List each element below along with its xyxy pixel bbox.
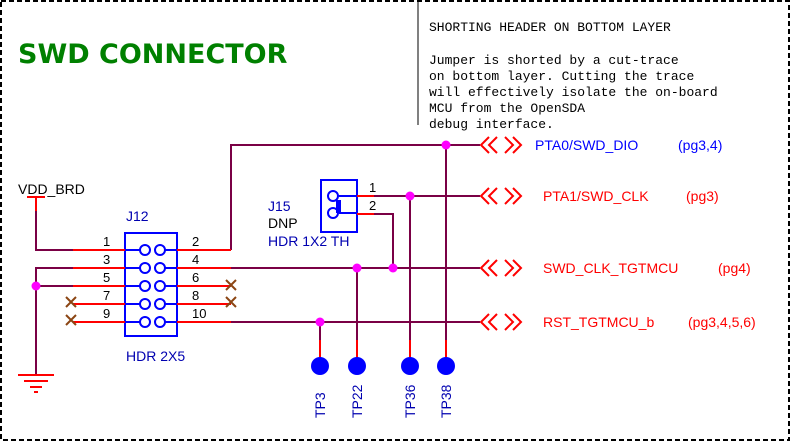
j12-pin-number: 1 bbox=[103, 234, 110, 249]
net-ref-swd-dio: (pg3,4) bbox=[678, 137, 722, 153]
pin-hole-icon bbox=[154, 316, 166, 328]
note-line: MCU from the OpenSDA bbox=[429, 101, 585, 116]
wires bbox=[35, 144, 480, 375]
note-heading: SHORTING HEADER ON BOTTOM LAYER bbox=[429, 20, 671, 35]
offpage-connector-icon bbox=[479, 136, 523, 154]
note-line: debug interface. bbox=[429, 117, 554, 132]
vdd-label: VDD_BRD bbox=[18, 181, 85, 197]
test-point-label: TP22 bbox=[349, 384, 365, 418]
net-ref-swd-clk-tgtmcu: (pg4) bbox=[718, 260, 751, 276]
test-point: TP3 bbox=[311, 357, 329, 418]
j15-pin-2: 2 bbox=[369, 198, 376, 213]
tp-stubs bbox=[319, 340, 447, 358]
note-line: will effectively isolate the on-board bbox=[429, 85, 718, 100]
wire-gnd bbox=[35, 267, 73, 375]
nc-x-icon bbox=[65, 314, 77, 326]
j12-pin-number: 6 bbox=[192, 270, 199, 285]
nc-x-icon bbox=[65, 296, 77, 308]
no-connect-markers bbox=[65, 279, 237, 326]
test-point-pad-icon bbox=[348, 357, 366, 375]
j12-pin-number: 7 bbox=[103, 288, 110, 303]
test-point-pad-icon bbox=[437, 357, 455, 375]
offpage-connector-icon bbox=[479, 259, 523, 277]
ground-icon bbox=[18, 374, 54, 393]
pin-hole-icon bbox=[139, 244, 151, 256]
offpage-connector-icon bbox=[479, 313, 523, 331]
j15-dnp: DNP bbox=[268, 215, 298, 231]
sheet-title: SWD CONNECTOR bbox=[18, 39, 288, 70]
net-label-swd-dio: PTA0/SWD_DIO bbox=[535, 137, 638, 153]
nc-x-icon bbox=[225, 296, 237, 308]
pin-hole-icon bbox=[139, 262, 151, 274]
j12-pin-row: 9 10 bbox=[73, 306, 231, 328]
test-point-pad-icon bbox=[401, 357, 419, 375]
wire-swd-dio bbox=[230, 144, 480, 250]
wire-j15-pin2 bbox=[374, 213, 394, 268]
net-label-rst: RST_TGTMCU_b bbox=[543, 314, 654, 330]
pin-hole-icon bbox=[139, 298, 151, 310]
test-point-label: TP36 bbox=[402, 384, 418, 418]
shorting-bar bbox=[336, 200, 341, 213]
j15-ref: J15 bbox=[268, 198, 291, 214]
j12-pin-number: 2 bbox=[192, 234, 199, 249]
j12-pin-number: 9 bbox=[103, 306, 110, 321]
j15-pin-1: 1 bbox=[369, 180, 376, 195]
test-point: TP36 bbox=[401, 357, 419, 418]
net-label-swd-clk: PTA1/SWD_CLK bbox=[543, 188, 649, 204]
junctions bbox=[31, 140, 451, 327]
wire-vdd bbox=[35, 204, 73, 251]
note-block: SHORTING HEADER ON BOTTOM LAYER Jumper i… bbox=[429, 20, 718, 132]
vdd-power-symbol: VDD_BRD bbox=[18, 181, 85, 211]
j12-pin-number: 10 bbox=[192, 306, 206, 321]
note-line: Jumper is shorted by a cut-trace bbox=[429, 53, 679, 68]
net-label-swd-clk-tgtmcu: SWD_CLK_TGTMCU bbox=[543, 260, 678, 276]
j12-value: HDR 2X5 bbox=[126, 348, 185, 364]
note-line: on bottom layer. Cutting the trace bbox=[429, 69, 694, 84]
pin-hole-icon bbox=[139, 316, 151, 328]
test-point-label: TP3 bbox=[312, 392, 328, 418]
test-point: TP22 bbox=[348, 357, 366, 418]
pin-hole-icon bbox=[154, 262, 166, 274]
offpage-connector-icon bbox=[479, 187, 523, 205]
pin-hole-icon bbox=[154, 280, 166, 292]
pin-hole-icon bbox=[154, 244, 166, 256]
test-point-pad-icon bbox=[311, 357, 329, 375]
j12-ref: J12 bbox=[126, 208, 149, 224]
pin-hole-icon bbox=[139, 280, 151, 292]
j12-pin-number: 5 bbox=[103, 270, 110, 285]
j12-pin-number: 4 bbox=[192, 252, 199, 267]
j12-pin-number: 8 bbox=[192, 288, 199, 303]
test-point-label: TP38 bbox=[438, 384, 454, 418]
pin-hole-icon bbox=[154, 298, 166, 310]
j15-value: HDR 1X2 TH bbox=[268, 233, 349, 249]
nc-x-icon bbox=[225, 279, 237, 291]
j12-pin-number: 3 bbox=[103, 252, 110, 267]
j15-jumper: 1 2 J15 DNP HDR 1X2 TH bbox=[268, 179, 376, 249]
test-point: TP38 bbox=[437, 357, 455, 418]
net-ref-swd-clk: (pg3) bbox=[686, 188, 719, 204]
net-ref-rst: (pg3,4,5,6) bbox=[688, 314, 756, 330]
